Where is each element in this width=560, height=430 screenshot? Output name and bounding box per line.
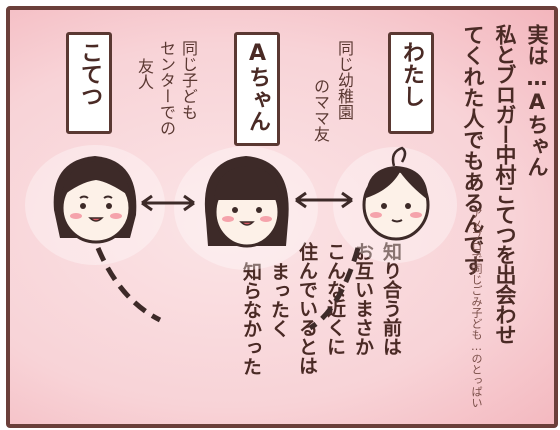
caption-kotetsu-2: センターでの [157,40,176,136]
double-arrow-icon [295,191,353,209]
side-note: アメブロで同じごみ子ども…のとっぱい [470,208,483,408]
label-a-chan: Aちゃん [234,32,280,146]
kotetsu-face [53,156,137,244]
label-kotetsu: こてつ [66,32,112,134]
middle-text-1: 知り合う前は [380,242,402,356]
narration-line-1: 実は…Aちゃん [525,24,549,177]
caption-watashi-1: 同じ幼稚園 [335,40,354,120]
middle-text-6: 知らなかった [240,262,262,376]
caption-kotetsu-3: 友人 [135,58,154,90]
narration-line-3: てくれた人でもあるんです [461,24,485,276]
middle-text-2: お互いまさか [352,242,374,356]
comic-panel: こてつ Aちゃん わたし 同じ子ども センターでの 友人 同じ幼稚園 のママ友 … [6,6,558,428]
label-kotetsu-text: こてつ [77,41,102,107]
label-watashi-text: わたし [399,41,424,107]
label-watashi: わたし [388,32,434,134]
caption-kotetsu-1: 同じ子ども [179,40,198,120]
middle-text-5: まったく [268,262,290,338]
character-scene [25,145,457,331]
dashed-line-icon [95,247,162,323]
watashi-face [362,146,430,241]
narration-line-2: 私とブロガー中村こてつを出会わせ [493,24,517,344]
double-arrow-icon [141,194,195,212]
a-chan-face [204,156,289,248]
label-a-chan-text: Aちゃん [245,41,270,132]
dashed-line-icon [308,247,361,331]
middle-text-4: 住んでいるとは [296,242,318,375]
caption-watashi-2: のママ友 [311,78,330,142]
